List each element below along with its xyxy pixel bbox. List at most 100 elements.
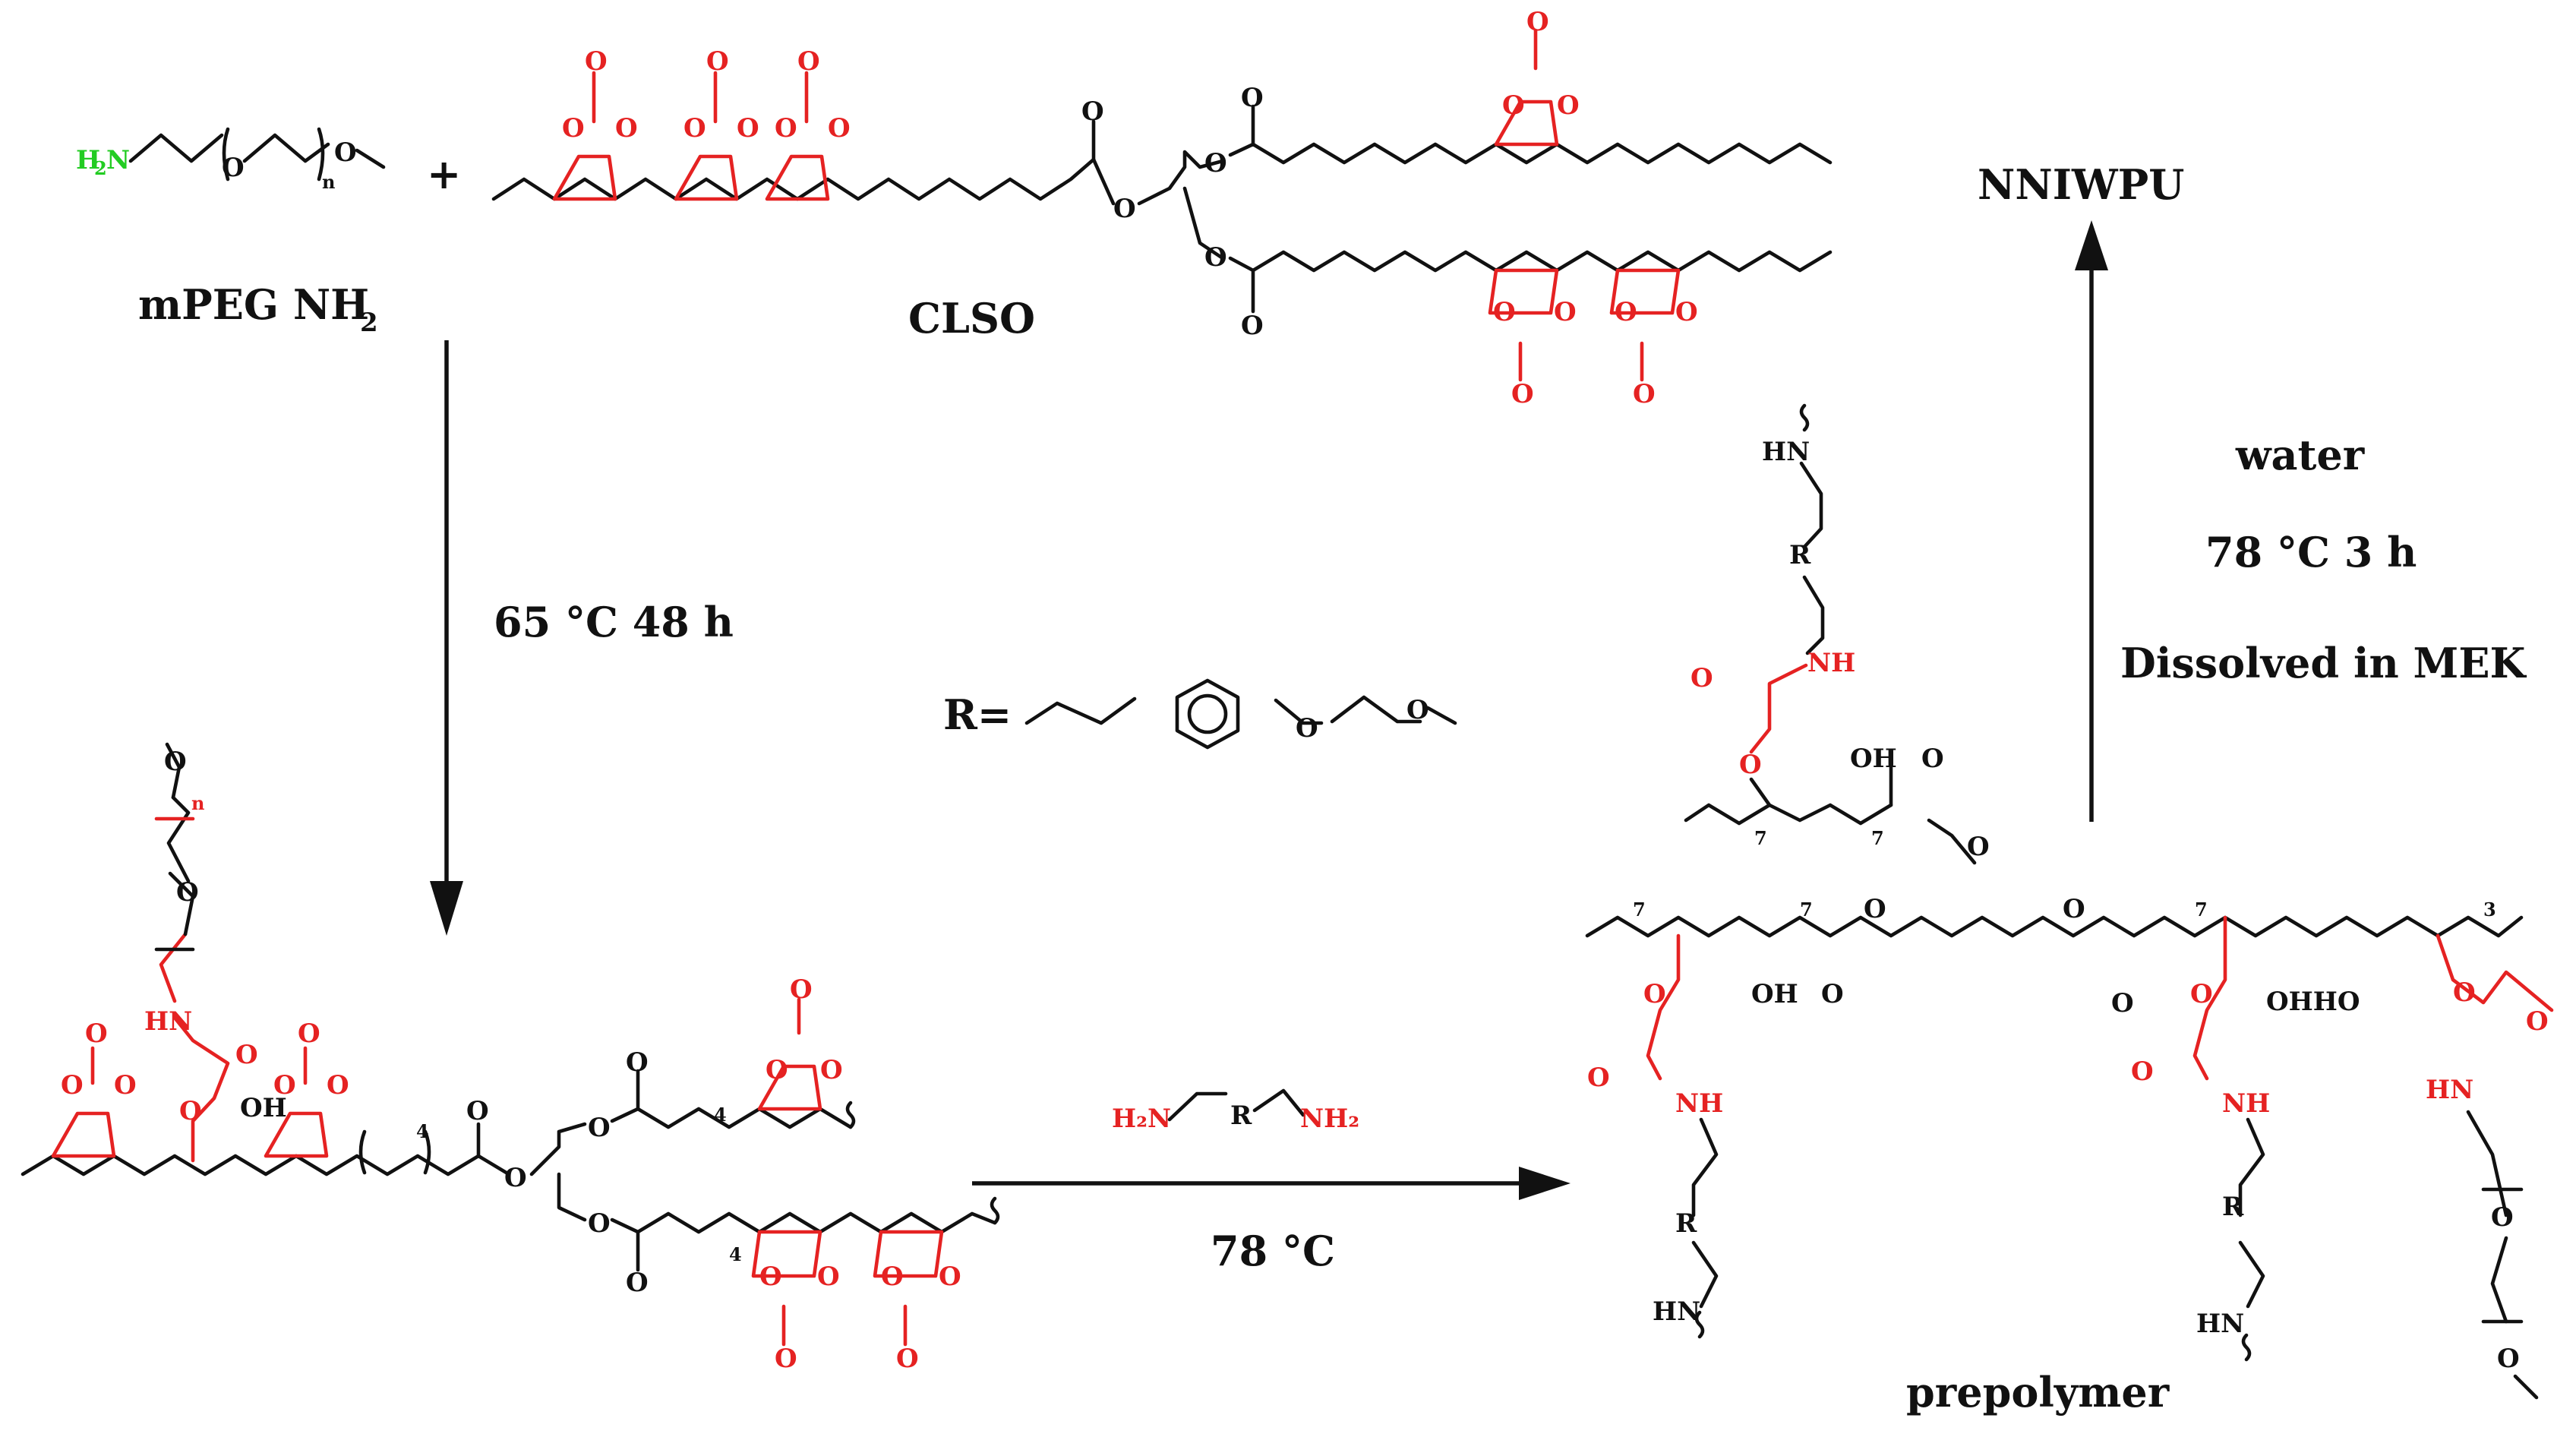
pre-backbone-bond xyxy=(1585,915,2524,938)
int-urethane-bond xyxy=(172,1015,230,1163)
diamine-bond xyxy=(1252,1088,1305,1117)
int-peg-bond xyxy=(168,871,195,936)
pre-top-nh: NH xyxy=(1807,648,1855,678)
step3-arrowhead xyxy=(2075,220,2108,270)
diamine-r: R xyxy=(1230,1101,1252,1131)
pre-seven-c: 7 xyxy=(2195,899,2208,921)
clso-ring-o: O xyxy=(1554,297,1577,327)
pre-pendant3-o-end: O xyxy=(2497,1344,2520,1374)
intermediate-carbonate-ring-2 xyxy=(264,1111,329,1158)
r-propyl-bond xyxy=(1024,696,1137,725)
pre-top-seven-a: 7 xyxy=(1754,827,1767,849)
pre-pendant3-o: O xyxy=(2453,977,2476,1008)
pre-pendant2-chain xyxy=(2238,1117,2265,1218)
step2-arrowhead xyxy=(1519,1167,1571,1200)
pre-seven-b: 7 xyxy=(1800,899,1813,921)
pre-ester-o-c: O xyxy=(2063,894,2085,924)
peg-chain-bond xyxy=(128,133,224,163)
int-top-wavy xyxy=(845,1101,856,1129)
peg-methyl-bond xyxy=(355,148,386,169)
h2n-green-sub: 2 xyxy=(94,157,107,179)
int-carbonyl-o: O xyxy=(298,1019,320,1049)
clso-structure: O O O O O O O O O O O O O O O O O O O O xyxy=(491,7,1833,409)
pre-top-glycerol xyxy=(1927,818,1977,865)
pre-pendant1-nh: NH xyxy=(1675,1088,1723,1119)
pre-pendant3-methyl xyxy=(2513,1374,2539,1400)
pre-ester-o-b: O xyxy=(1864,894,1886,924)
int-bottom-arm-bond xyxy=(610,1211,997,1234)
clso-bottom-ester-o: O xyxy=(1241,311,1264,341)
pre-pendant2-wavy xyxy=(2241,1333,2252,1362)
step1-conditions: 65 °C 48 h xyxy=(494,598,734,646)
intermediate-backbone-bond xyxy=(21,1154,481,1176)
int-ring-o: O xyxy=(759,1262,782,1292)
h2n-green-h: H xyxy=(76,145,100,175)
clso-glycerol-bond xyxy=(1182,186,1225,261)
clso-top-chain-bond xyxy=(1228,142,1833,165)
nniwpu-label: NNIWPU xyxy=(1978,160,2184,209)
r-benzene-ring xyxy=(1175,678,1240,750)
clso-ring-o: O xyxy=(737,113,759,144)
clso-ring-o: O xyxy=(1615,297,1637,327)
int-ring-o: O xyxy=(273,1070,296,1101)
pre-top-r: R xyxy=(1789,540,1811,570)
clso-backbone-bond xyxy=(491,157,1096,201)
pre-top-fatty-bond xyxy=(1684,803,1772,826)
pre-top-ester-o: O xyxy=(1921,744,1944,774)
int-carbonyl-o: O xyxy=(790,974,813,1005)
pre-pendant1-hn: HN xyxy=(1653,1296,1700,1327)
clso-ring-o: O xyxy=(1675,297,1698,327)
int-carbonyl-o: O xyxy=(85,1019,108,1049)
int-top-carbonate-ring xyxy=(757,1064,822,1111)
pre-top-urethane xyxy=(1749,663,1808,754)
clso-ring-o: O xyxy=(1493,297,1516,327)
int-ester-o: O xyxy=(466,1096,489,1126)
peg-bracket-right xyxy=(317,127,325,182)
pre-pendant1-chain xyxy=(1691,1240,1719,1309)
clso-carbonyl-o: O xyxy=(1633,379,1656,409)
int-urethane-o: O xyxy=(179,1096,202,1126)
peg-chain-bond xyxy=(242,133,330,163)
pre-ohho: OHHO xyxy=(2266,987,2360,1017)
int-top-arm-bond xyxy=(610,1107,853,1129)
pre-pendant3-chain xyxy=(2466,1110,2508,1218)
int-bottom-carbonate-ring-1 xyxy=(751,1230,822,1278)
r-peg-bond xyxy=(1274,698,1324,725)
peg-end-o: O xyxy=(334,137,357,168)
diamine-left-nh2: H₂N xyxy=(1112,1104,1171,1134)
r-group-definitions: R= O O xyxy=(943,678,1457,750)
int-bottom-wavy xyxy=(990,1196,1000,1225)
pre-oh: OH xyxy=(1751,979,1798,1009)
int-glycerol-o-top: O xyxy=(588,1113,611,1143)
int-peg-bond xyxy=(165,742,182,800)
clso-ring-o: O xyxy=(1502,90,1525,121)
clso-ring-o: O xyxy=(1557,90,1580,121)
pre-ester-o-a: O xyxy=(1821,979,1844,1009)
pre-top-oh: OH xyxy=(1850,744,1897,774)
int-carbonyl-o: O xyxy=(775,1344,797,1374)
clso-ester-o2: O xyxy=(1113,194,1136,224)
pre-pendant2-r: R xyxy=(2222,1192,2244,1222)
mpeg-nh2-label-sub: 2 xyxy=(360,308,378,338)
int-ring-o: O xyxy=(61,1070,84,1101)
intermediate-structure: O O O O O O OH O O HN O n O 4 O O O O xyxy=(21,742,1000,1374)
int-ring-o: O xyxy=(327,1070,349,1101)
pre-pendant2-hn: HN xyxy=(2196,1309,2244,1339)
pre-pendant3-urethane xyxy=(2436,933,2554,1012)
int-glycerol-bond xyxy=(529,1122,587,1176)
clso-carbonyl-o: O xyxy=(585,46,608,77)
int-peg-red-bond xyxy=(159,932,188,1003)
int-bottom-arm-four: 4 xyxy=(729,1243,742,1265)
int-carbonyl-o: O xyxy=(896,1344,919,1374)
diamine-bond xyxy=(1167,1091,1228,1122)
int-peg-end-o: O xyxy=(164,747,187,777)
int-paren-left xyxy=(358,1129,367,1175)
int-oh: OH xyxy=(240,1093,287,1123)
pre-pendant3-o-peg: O xyxy=(2491,1202,2514,1233)
peg-bracket-left xyxy=(222,127,230,182)
int-peg-bond xyxy=(166,795,191,883)
prepolymer-structure: HN R NH O O OH O 7 7 O 7 7 7 3 OH O O O … xyxy=(1585,403,2554,1400)
r-peg-bond xyxy=(1425,706,1457,725)
int-top-arm-four: 4 xyxy=(714,1104,727,1126)
